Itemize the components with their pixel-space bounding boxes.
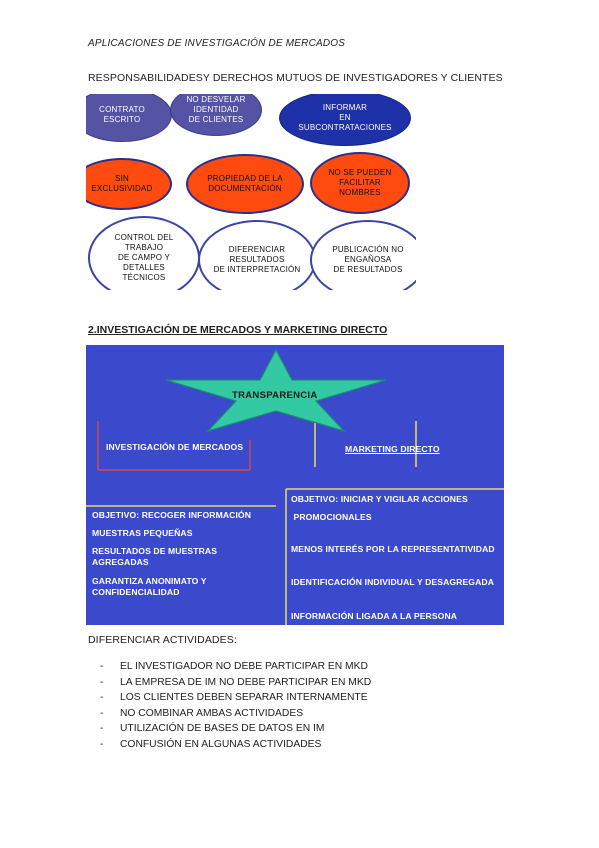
comparison-panel: TRANSPARENCIA INVESTIGACIÓN DE MERCADOS …: [86, 345, 504, 625]
list-bullet: -: [100, 661, 104, 672]
left-item-muestras: MUESTRAS PEQUEÑAS: [92, 528, 193, 538]
activities-list: - EL INVESTIGADOR NO DEBE PARTICIPAR EN M…: [100, 659, 371, 753]
left-item-resultados: RESULTADOS DE MUESTRAS AGREGADAS: [92, 546, 218, 567]
oval-publicacion-no-enganosa: PUBLICACIÓN NO ENGAÑOSA DE RESULTADOS: [310, 220, 416, 290]
list-item: - EL INVESTIGADOR NO DEBE PARTICIPAR EN M…: [100, 659, 371, 675]
oval-informar-subcontrataciones: INFORMAR EN SUBCONTRATACIONES: [279, 94, 411, 146]
right-item-informacion: INFORMACIÓN LIGADA A LA PERSONA: [291, 611, 458, 621]
list-item: - LA EMPRESA DE IM NO DEBE PARTICIPAR EN …: [100, 675, 371, 691]
oval-no-facilitar-nombres: NO SE PUEDEN FACILITAR NOMBRES: [310, 152, 410, 214]
oval-sin-exclusividad: SIN EXCLUSIVIDAD: [86, 158, 172, 210]
left-item-objetivo: OBJETIVO: RECOGER INFORMACIÓN: [92, 510, 252, 520]
right-item-promocionales: PROMOCIONALES: [291, 512, 372, 522]
list-item-text: NO COMBINAR AMBAS ACTIVIDADES: [120, 707, 304, 719]
oval-control-trabajo-campo: CONTROL DEL TRABAJO DE CAMPO Y DETALLES …: [88, 216, 200, 290]
oval-contrato-escrito: CONTRATO ESCRITO: [86, 94, 172, 142]
heading-investigacion-mercados: INVESTIGACIÓN DE MERCADOS: [106, 442, 244, 452]
list-item-text: UTILIZACIÓN DE BASES DE DATOS EN IM: [120, 723, 325, 735]
page-header: APLICACIONES DE INVESTIGACIÓN DE MERCADO…: [88, 38, 346, 49]
list-item-text: CONFUSIÓN EN ALGUNAS ACTIVIDADES: [120, 738, 322, 750]
list-bullet: -: [100, 723, 104, 735]
list-bullet: -: [100, 676, 104, 688]
list-bullet: -: [100, 707, 104, 719]
panel-lines: [86, 348, 504, 625]
list-item: - LOS CLIENTES DEBEN SEPARAR INTERNAMENTE: [100, 690, 371, 706]
list-item-text: LOS CLIENTES DEBEN SEPARAR INTERNAMENTE: [120, 692, 368, 704]
list-bullet: -: [100, 692, 104, 704]
section-title-mkd: 2.INVESTIGACIÓN DE MERCADOS Y MARKETING …: [88, 324, 388, 336]
section-title-diferenciar: DIFERENCIAR ACTIVIDADES:: [88, 634, 237, 646]
responsibilities-diagram: CONTRATO ESCRITO NO DESVELAR IDENTIDAD D…: [86, 94, 416, 290]
list-item: - NO COMBINAR AMBAS ACTIVIDADES: [100, 706, 371, 722]
oval-no-desvelar-identidad: NO DESVELAR IDENTIDAD DE CLIENTES: [170, 94, 262, 136]
heading-marketing-directo: MARKETING DIRECTO: [345, 444, 440, 454]
list-item: - CONFUSIÓN EN ALGUNAS ACTIVIDADES: [100, 737, 371, 753]
oval-diferenciar-resultados: DIFERENCIAR RESULTADOS DE INTERPRETACIÓN: [198, 220, 316, 290]
oval-propiedad-documentacion: PROPIEDAD DE LA DOCUMENTACIÓN: [186, 154, 304, 214]
list-bullet: -: [100, 738, 104, 750]
section-title-responsibilities: RESPONSABILIDADESY DERECHOS MUTUOS DE IN…: [88, 72, 503, 84]
star-label: TRANSPARENCIA: [232, 390, 318, 401]
left-item-anonimato: GARANTIZA ANONIMATO Y CONFIDENCIALIDAD: [92, 576, 207, 597]
right-item-identificacion: IDENTIFICACIÓN INDIVIDUAL Y DESAGREGADA: [291, 577, 495, 587]
list-item-text: EL INVESTIGADOR NO DEBE PARTICIPAR EN MK…: [120, 661, 368, 672]
right-item-representatividad: MENOS INTERÉS POR LA REPRESENTATIVIDAD: [291, 544, 495, 554]
list-item-text: LA EMPRESA DE IM NO DEBE PARTICIPAR EN M…: [120, 676, 372, 688]
star-shape: [165, 348, 387, 433]
list-item: - UTILIZACIÓN DE BASES DE DATOS EN IM: [100, 721, 371, 737]
right-item-objetivo: OBJETIVO: INICIAR Y VIGILAR ACCIONES: [291, 494, 468, 504]
